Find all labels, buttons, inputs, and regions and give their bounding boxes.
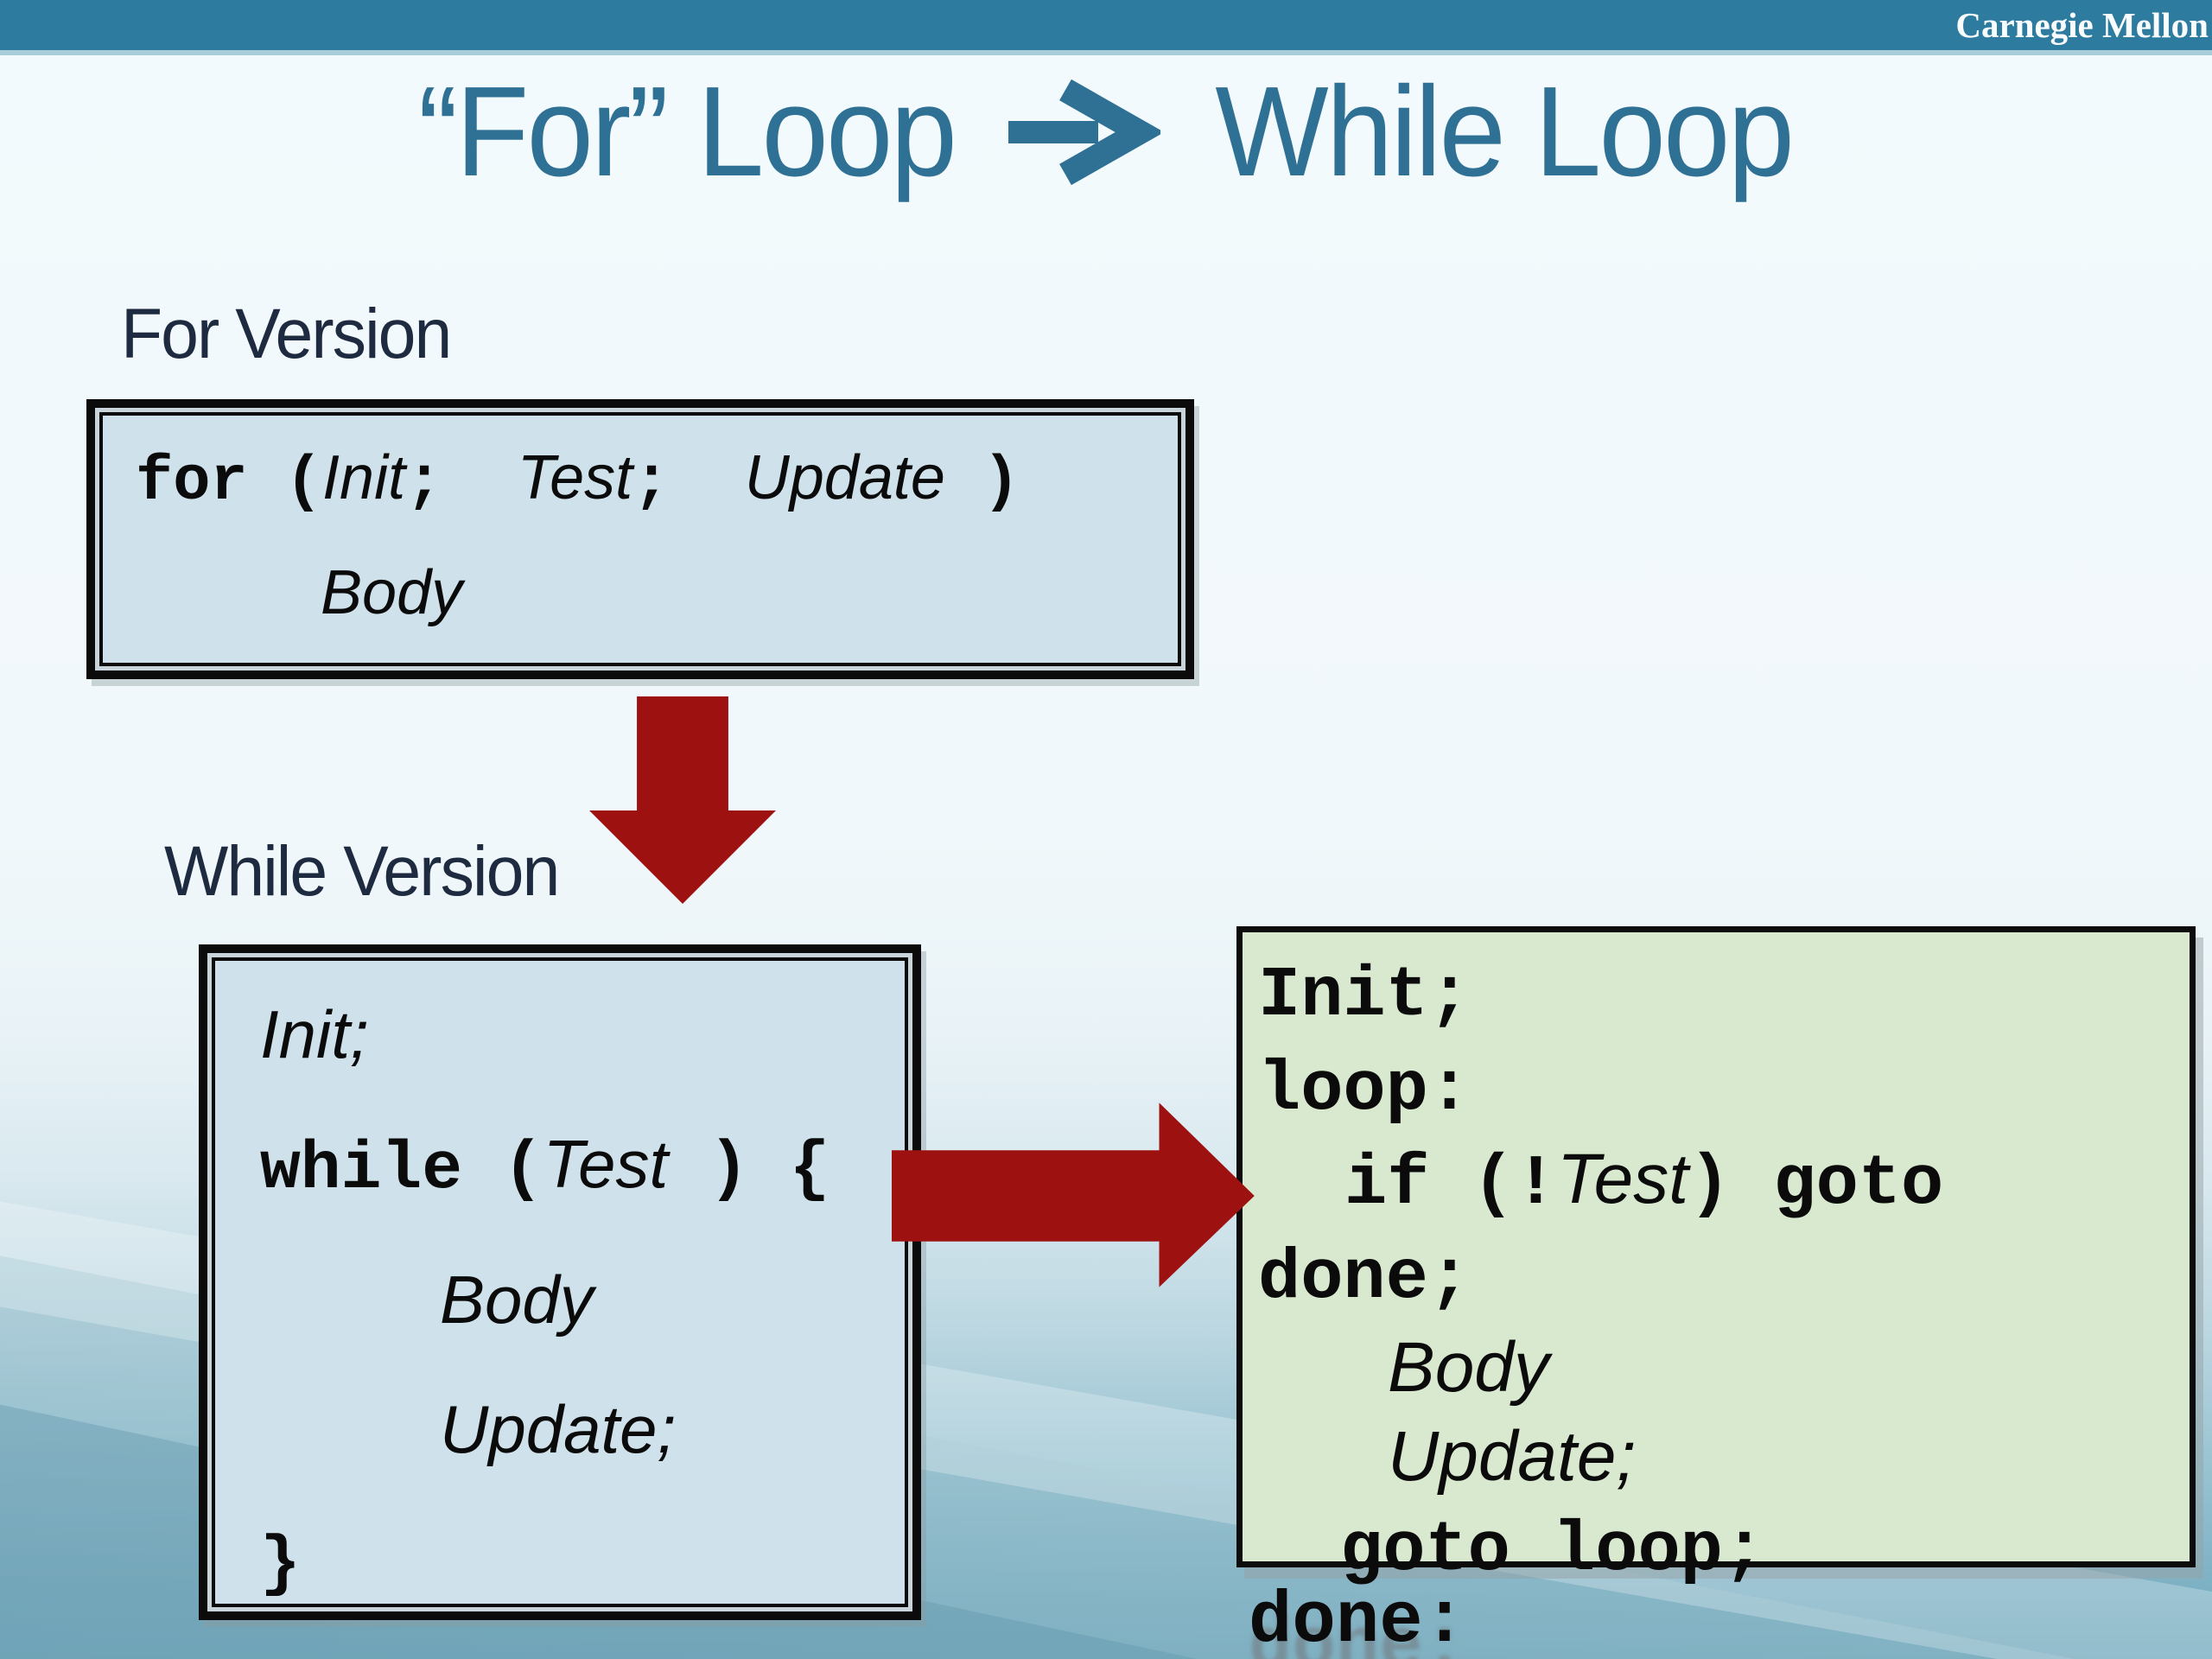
while-code-box-inner: Init; while (Test ) { Body Update; } (212, 957, 908, 1607)
for-version-label: For Version (121, 295, 452, 373)
code-segment: done; (1258, 1238, 1471, 1319)
code-line-while-header: while (Test ) { (260, 1099, 905, 1235)
code-segment: Init; (1258, 956, 1471, 1036)
code-line-for-header: for (Init; Test; Update ) (136, 429, 1178, 531)
code-segment: ) (1688, 1144, 1774, 1224)
code-segment: for (136, 447, 248, 518)
brand-text: Carnegie Mellon (1955, 5, 2209, 45)
right-arrow-icon (892, 1103, 1255, 1287)
code-segment: Init; (260, 996, 369, 1072)
code-segment: Update (744, 443, 945, 512)
code-segment: Body (440, 1262, 594, 1338)
code-segment: Update; (1388, 1417, 1637, 1496)
code-segment: Test (517, 443, 633, 512)
code-segment: ; (405, 447, 518, 518)
down-arrow-icon (589, 696, 776, 904)
code-line-goto-looplabel: loop: (1258, 1040, 2190, 1135)
code-segment: while (260, 1132, 463, 1208)
code-segment: Body (1388, 1328, 1549, 1407)
code-line-goto-body: Body (1258, 1323, 2190, 1412)
code-segment: ; (632, 447, 745, 518)
code-segment: ( (247, 447, 323, 518)
for-code-box: for (Init; Test; Update ) Body (86, 399, 1194, 679)
code-line-while-body: Body (260, 1235, 905, 1364)
code-segment: ) (668, 1132, 790, 1208)
code-line-while-close: } (260, 1494, 905, 1630)
code-segment: (! (1429, 1144, 1558, 1224)
code-segment: if (1344, 1144, 1430, 1224)
code-segment: { (789, 1132, 830, 1208)
code-line-goto-if: if (!Test) goto (1258, 1135, 2190, 1229)
code-segment: loop: (1258, 1050, 1471, 1130)
for-code-box-inner: for (Init; Test; Update ) Body (99, 412, 1181, 666)
code-line-while-init: Init; (260, 969, 905, 1099)
code-segment: Init (322, 443, 406, 512)
code-line-while-update: Update; (260, 1364, 905, 1494)
code-segment: goto (1773, 1144, 1944, 1224)
code-segment: } (260, 1527, 301, 1603)
while-version-label: While Version (164, 832, 560, 911)
code-segment: Test (1557, 1140, 1688, 1218)
code-segment: ) (944, 447, 1020, 518)
header-bar: Carnegie Mellon (0, 0, 2212, 55)
right-arrow-icon (1008, 79, 1161, 185)
code-segment: Update (440, 1391, 658, 1467)
done-label: done: (1249, 1574, 1466, 1659)
title-left: “For” Loop (418, 60, 957, 203)
title-right: While Loop (1215, 60, 1796, 203)
code-segment: Test (543, 1126, 669, 1202)
page-title: “For” Loop While Loop (0, 59, 2212, 206)
code-line-goto-init: Init; (1258, 946, 2190, 1040)
code-segment: done: (1249, 1581, 1467, 1659)
code-segment: ( (462, 1132, 543, 1208)
code-line-for-body: Body (136, 544, 1178, 641)
code-line-goto-update: Update; (1258, 1412, 2190, 1501)
goto-code-box: Init; loop: if (!Test) goto done; Body U… (1236, 926, 2196, 1591)
code-segment: ; (657, 1391, 677, 1467)
while-code-box: Init; while (Test ) { Body Update; } (199, 944, 921, 1620)
code-segment: Body (321, 558, 463, 627)
code-line-goto-done-wrap: done; (1258, 1229, 2190, 1323)
